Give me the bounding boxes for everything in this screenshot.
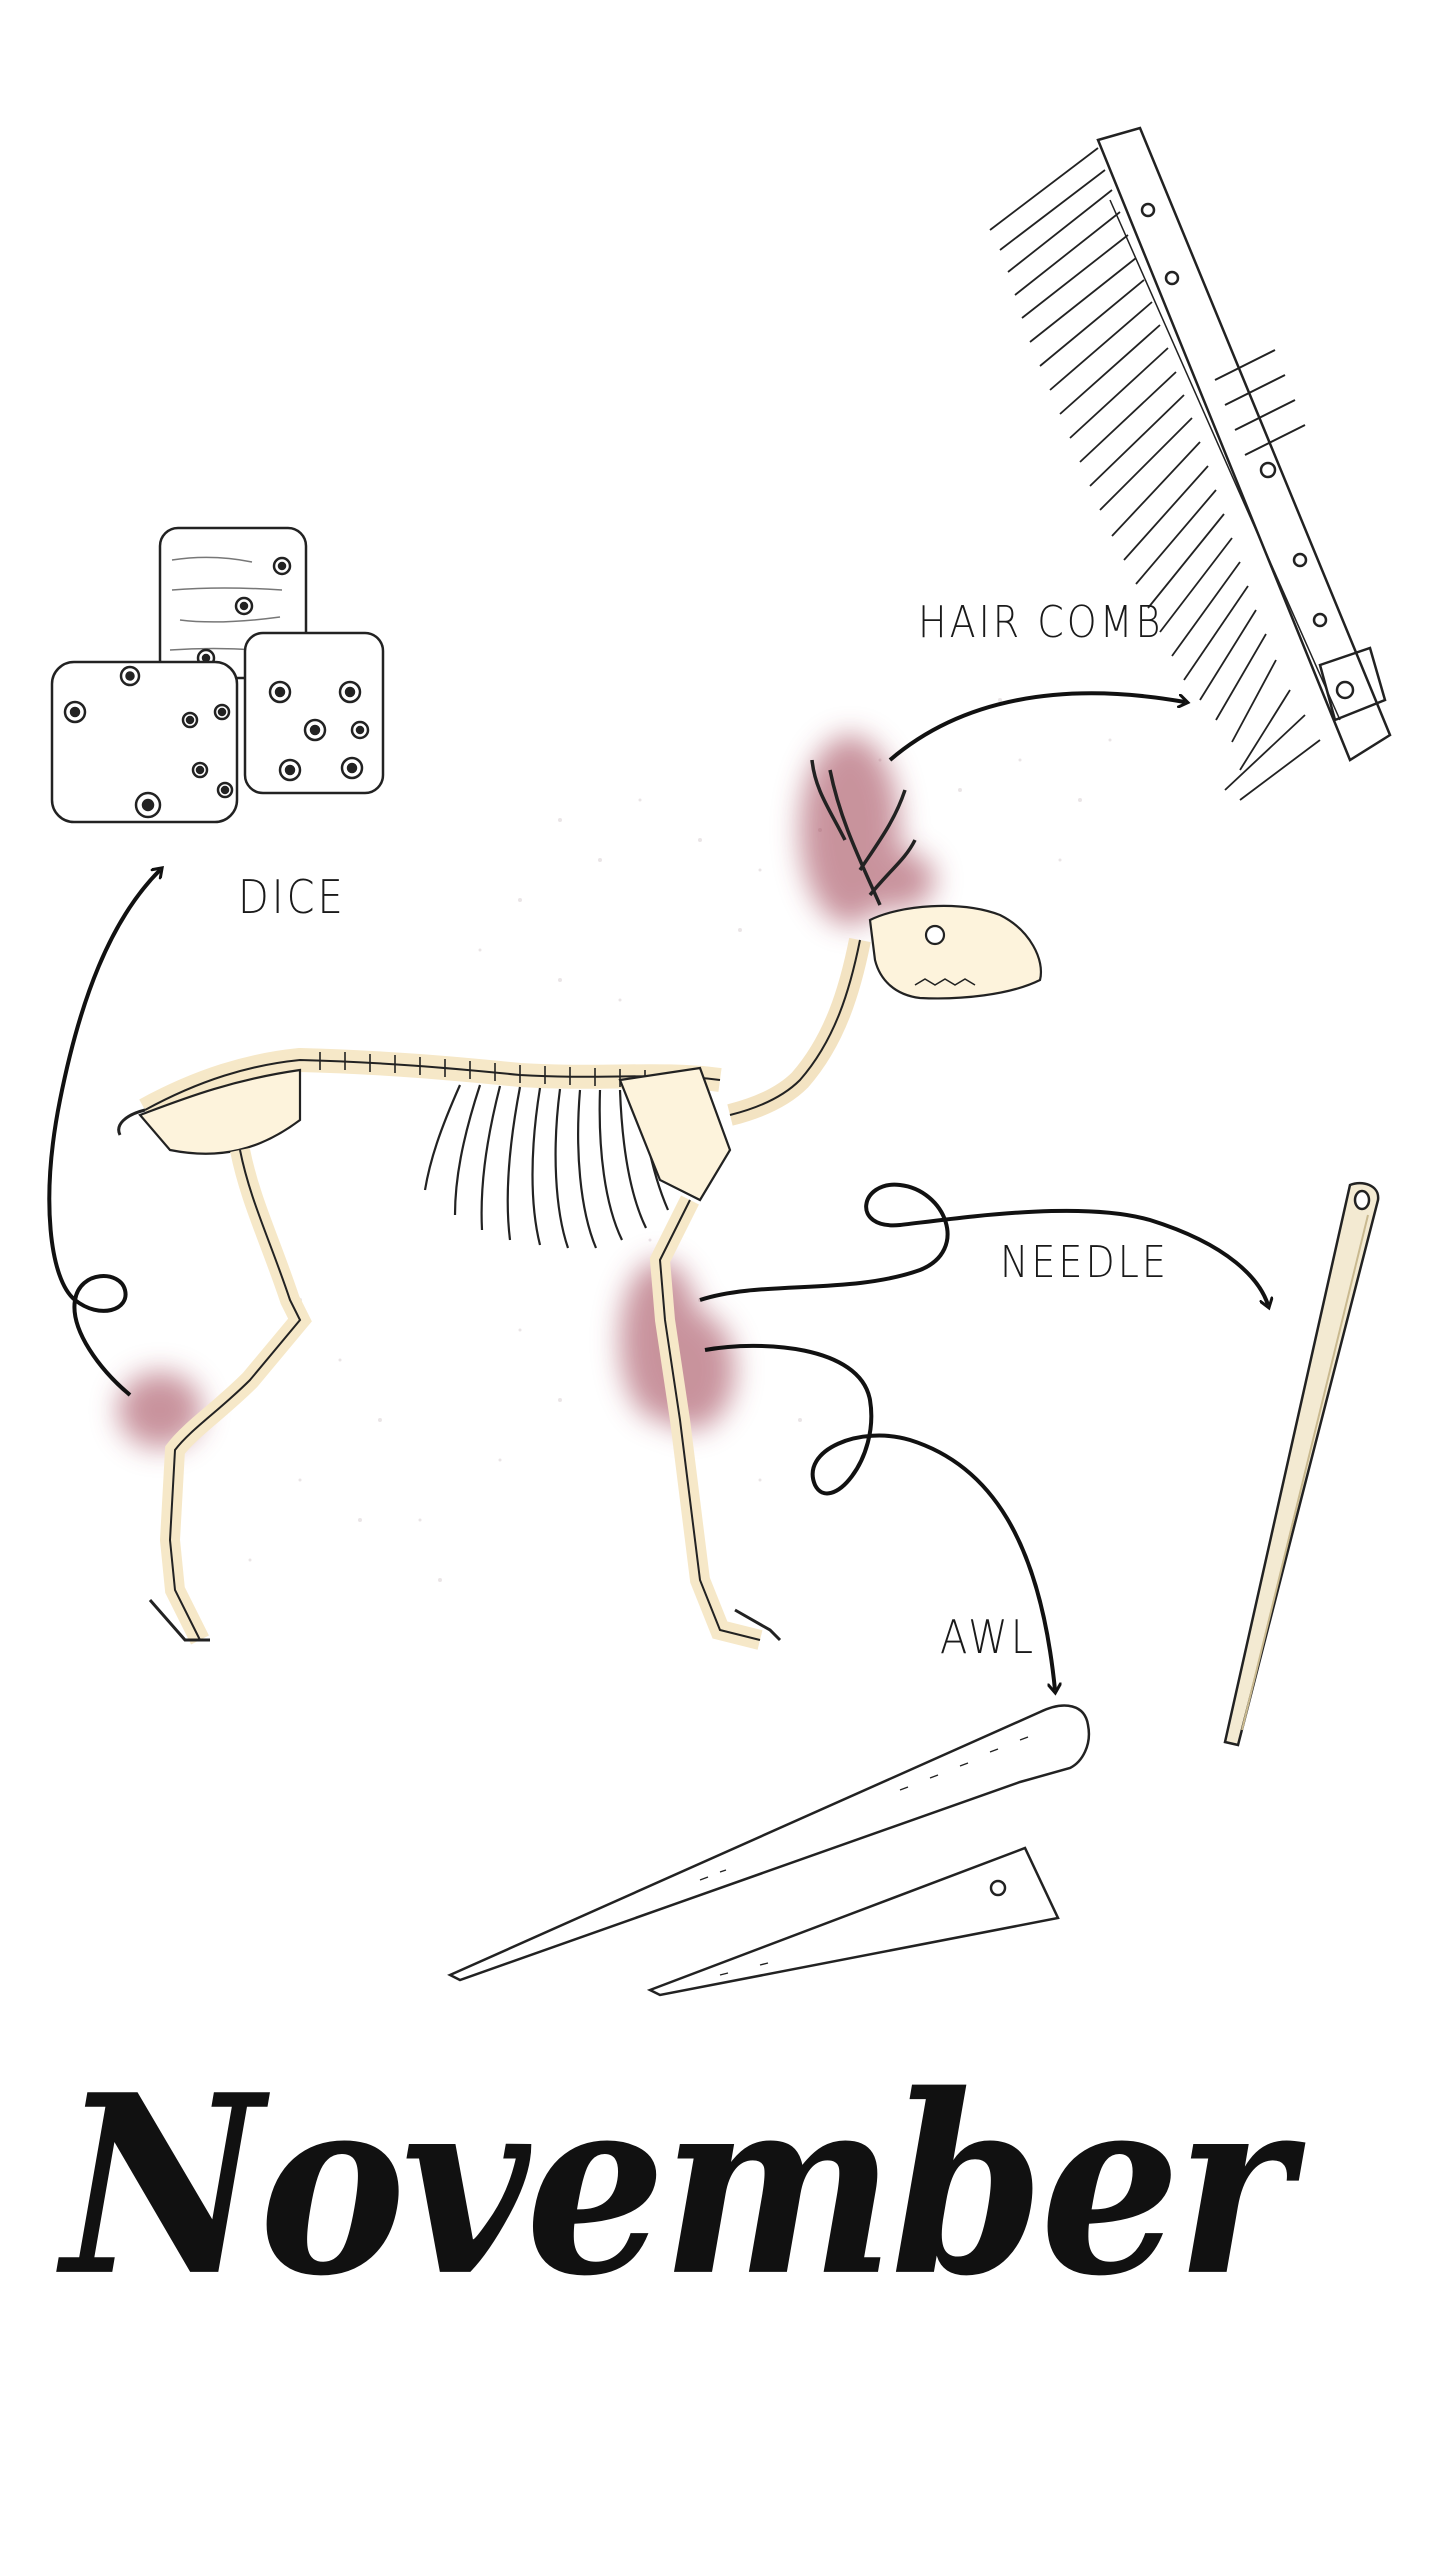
label-needle: NEEDLE — [1000, 1236, 1169, 1288]
label-awl: AWL — [940, 1611, 1037, 1665]
label-hair-comb: HAIR COMB — [918, 596, 1164, 648]
month-title: November — [62, 2040, 1292, 2331]
connector-arrows — [47, 691, 1268, 1690]
arrow-to-awl — [704, 1343, 1055, 1690]
arrow-to-dice — [47, 870, 160, 1397]
awl-drawing — [447, 1704, 1091, 1997]
dice-drawing — [50, 526, 385, 824]
hair-comb-drawing — [989, 126, 1392, 801]
arrow-to-needle — [699, 1182, 1268, 1305]
needle-drawing — [1223, 1181, 1380, 1747]
arrow-to-hair-comb — [888, 691, 1185, 762]
deer-skeleton-drawing — [117, 759, 1043, 1650]
label-dice: DICE — [238, 871, 346, 925]
